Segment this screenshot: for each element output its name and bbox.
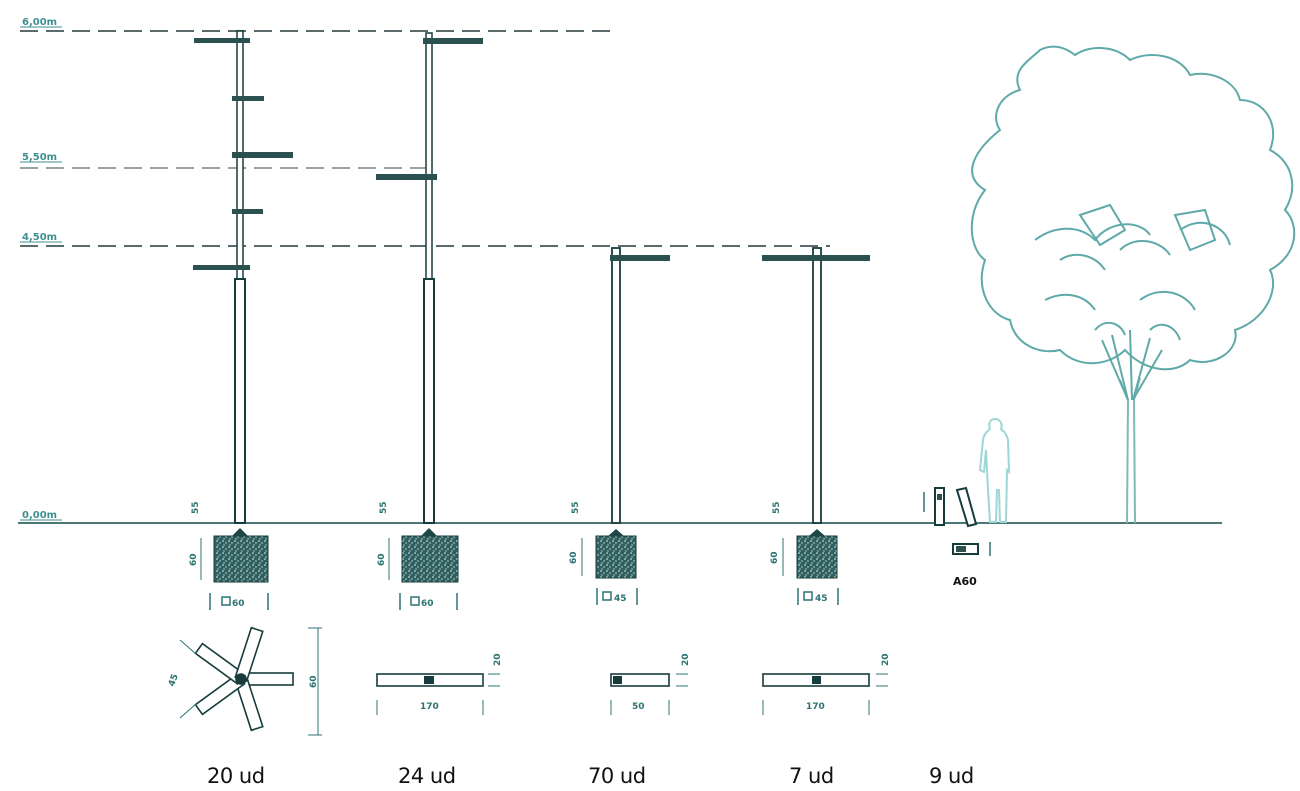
human-scale-figure	[978, 417, 1011, 523]
lamp-post-twin-arm: 55 60 60	[376, 32, 483, 610]
unit-count-multi-arm: 20 ud	[207, 764, 265, 788]
foundation-dim-label: 45	[815, 594, 828, 604]
plan-view-star: 45 60	[167, 626, 322, 736]
plan-width-label: 50	[632, 702, 645, 712]
plan-depth-label: 20	[681, 653, 691, 666]
plan-depth-label: 20	[493, 653, 503, 666]
lamp-post-multi-arm: 55 60 60	[189, 30, 293, 610]
ground-tag: 55	[191, 501, 201, 514]
lamp-post-double-head: 55 60 45	[762, 247, 870, 605]
unit-count-double-head: 7 ud	[789, 764, 834, 788]
bollard	[934, 487, 945, 526]
luminaire-head	[762, 255, 870, 261]
plan-depth-label: 60	[309, 675, 319, 688]
ground-tag: 55	[379, 501, 389, 514]
pole-lower	[423, 278, 435, 524]
bollard-group: A60	[923, 486, 991, 588]
luminaire-arm	[232, 209, 263, 214]
level-label-ground: 0,00m	[22, 510, 57, 521]
plan-width-label: 170	[420, 702, 439, 712]
plan-view-double-wide: 170 20	[376, 653, 503, 715]
base-height-label: 60	[770, 551, 780, 564]
lamp-post-single-arm: 55 60 45	[569, 247, 670, 605]
bollard-code: A60	[953, 575, 977, 588]
luminaire-arm	[376, 174, 437, 180]
unit-count-twin-arm: 24 ud	[398, 764, 456, 788]
luminaire-arm	[232, 96, 264, 101]
level-labels: 6,00m 5,50m 4,50m 0,00m	[20, 17, 62, 521]
foundation-dim-label: 45	[614, 594, 627, 604]
luminaire-head	[610, 255, 670, 261]
foundation-block	[213, 535, 269, 583]
plan-view-single: 50 20	[610, 653, 691, 715]
pole-lower	[234, 278, 246, 524]
foundation-block	[796, 535, 838, 579]
luminaire-arm	[232, 152, 293, 158]
plan-view-double-narrow: 170 20	[762, 653, 891, 715]
foundation-dim-label: 60	[421, 599, 434, 609]
level-label-mid: 5,50m	[22, 152, 57, 163]
ground-tag: 55	[772, 501, 782, 514]
tree	[970, 45, 1296, 524]
ground-tag: 55	[571, 501, 581, 514]
pole-upper	[425, 32, 433, 280]
foundation-block	[401, 535, 459, 583]
unit-count-bollard: 9 ud	[929, 764, 974, 788]
unit-count-single-arm: 70 ud	[588, 764, 646, 788]
foundation-dim-label: 60	[232, 599, 245, 609]
base-height-label: 60	[569, 551, 579, 564]
plan-angle-label: 45	[167, 673, 181, 688]
bollard-tilted	[955, 486, 978, 528]
level-label-top: 6,00m	[22, 17, 57, 28]
luminaire-arm	[193, 265, 250, 270]
plan-depth-label: 20	[881, 653, 891, 666]
luminaire-arm	[423, 38, 483, 44]
level-label-low: 4,50m	[22, 232, 57, 243]
pole	[611, 247, 621, 524]
luminaire-arm	[194, 38, 250, 43]
plan-width-label: 170	[806, 702, 825, 712]
base-height-label: 60	[377, 553, 387, 566]
foundation-block	[595, 535, 637, 579]
base-height-label: 60	[189, 553, 199, 566]
pole	[812, 247, 822, 524]
